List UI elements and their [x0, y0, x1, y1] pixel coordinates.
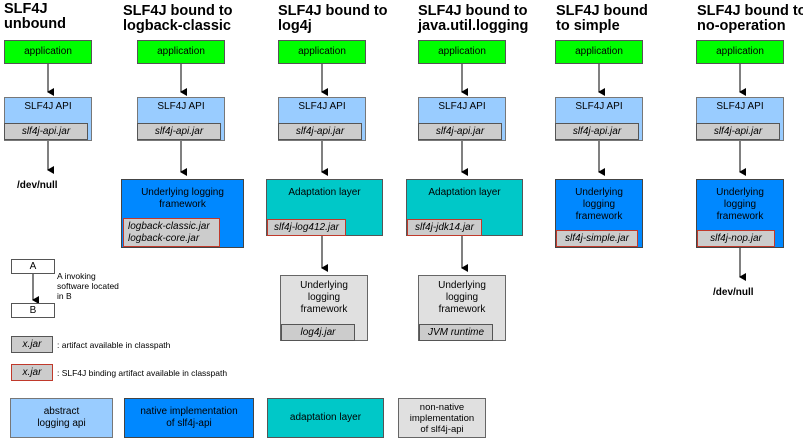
column-title: SLF4J bound to java.util.logging: [418, 3, 529, 34]
column-title: SLF4J bound to simple: [556, 3, 648, 34]
legend-box-a: A: [11, 259, 55, 274]
legend-adaptation-layer: adaptation layer: [267, 398, 384, 438]
nop-binding-jar: slf4j-nop.jar: [697, 230, 775, 247]
jvm-runtime-label: JVM runtime: [419, 324, 493, 341]
legend-binding-jar: x.jar: [11, 364, 53, 381]
column-title: SLF4J unbound: [4, 1, 67, 32]
legend-binding-text: : SLF4J binding artifact available in cl…: [57, 368, 228, 378]
application-box: application: [555, 40, 643, 64]
legend-artifact-text: : artifact available in classpath: [57, 340, 171, 350]
legend-non-native-impl: non-native implementation of slf4j-api: [398, 398, 486, 438]
application-box: application: [278, 40, 366, 64]
slf4j-api-jar: slf4j-api.jar: [696, 123, 780, 140]
dev-null-label: /dev/null: [713, 287, 754, 298]
legend-native-impl: native implementation of slf4j-api: [124, 398, 254, 438]
legend-abstract-api: abstract logging api: [10, 398, 113, 438]
legend-artifact-jar: x.jar: [11, 336, 53, 353]
column-title: SLF4J bound to logback-classic: [123, 3, 233, 34]
log4j-jar: log4j.jar: [281, 324, 355, 341]
slf4j-api-jar: slf4j-api.jar: [278, 123, 362, 140]
slf4j-api-jar: slf4j-api.jar: [555, 123, 639, 140]
jdk14-binding-jar: slf4j-jdk14.jar: [407, 219, 482, 236]
column-title: SLF4J bound to no-operation: [697, 3, 803, 34]
slf4j-api-jar: slf4j-api.jar: [137, 123, 221, 140]
simple-binding-jar: slf4j-simple.jar: [556, 230, 638, 247]
application-box: application: [696, 40, 784, 64]
legend-box-b: B: [11, 303, 55, 318]
logback-binding-jar: logback-classic.jar logback-core.jar: [123, 218, 220, 247]
slf4j-api-jar: slf4j-api.jar: [418, 123, 502, 140]
slf4j-api-jar: slf4j-api.jar: [4, 123, 88, 140]
application-box: application: [137, 40, 225, 64]
dev-null-label: /dev/null: [17, 180, 58, 191]
column-title: SLF4J bound to log4j: [278, 3, 388, 34]
application-box: application: [4, 40, 92, 64]
log4j-binding-jar: slf4j-log412.jar: [267, 219, 346, 236]
application-box: application: [418, 40, 506, 64]
legend-invoking-text: A invoking software located in B: [57, 271, 119, 301]
